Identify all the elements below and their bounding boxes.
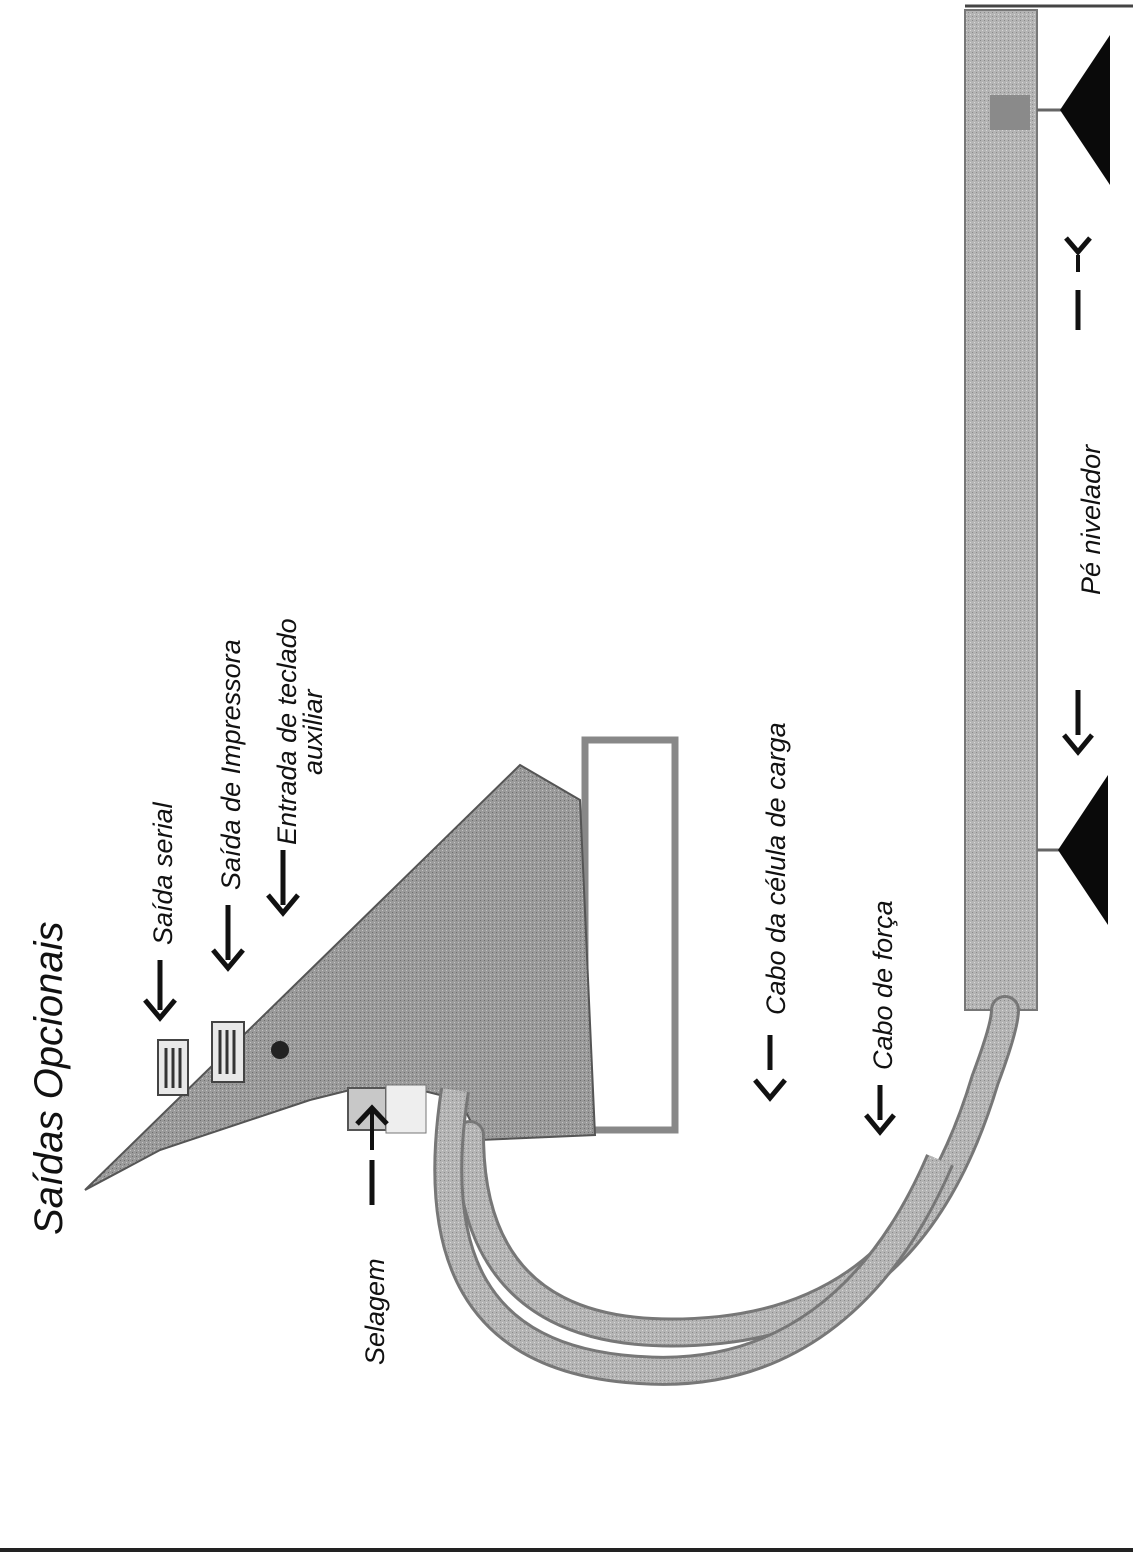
- arrow-power-cable: [864, 1085, 896, 1136]
- weighing-platform: [964, 9, 1038, 1011]
- indicator-stand: [581, 736, 679, 1134]
- label-seal: Selagem: [360, 1258, 390, 1365]
- printer-port-pins: [218, 1030, 236, 1074]
- arrow-leveling-foot-top: [1064, 236, 1092, 330]
- arrow-printer-output: [211, 905, 245, 972]
- platform-leg-top: [990, 95, 1030, 130]
- label-load-cell-cable: Cabo da célula de carga: [761, 722, 791, 1015]
- label-aux-keyboard-line2: auxiliar: [298, 688, 328, 775]
- label-serial-output: Saída serial: [148, 801, 178, 945]
- arrow-seal: [355, 1104, 389, 1205]
- label-aux-keyboard-line1: Entrada de teclado: [272, 618, 302, 845]
- label-printer-output: Saída de Impressora: [216, 639, 246, 890]
- serial-port-pins: [164, 1048, 182, 1088]
- seal-screw: [347, 1087, 387, 1131]
- power-cable-fill: [436, 1088, 952, 1383]
- seal-cap: [385, 1084, 427, 1134]
- load-cell-cable-fill: [458, 998, 1017, 1345]
- arrow-aux-keyboard: [266, 850, 300, 917]
- leveling-foot-top: [1060, 35, 1110, 185]
- arrow-leveling-foot-bottom: [1062, 690, 1094, 756]
- leveling-foot-bottom: [1058, 775, 1108, 925]
- arrow-load-cell-cable: [753, 1035, 787, 1102]
- diagram-title: Saídas Opcionais: [27, 921, 71, 1235]
- label-leveling-foot: Pé nivelador: [1076, 444, 1106, 595]
- aux-keyboard-port: [271, 1041, 289, 1059]
- arrow-serial-output: [143, 960, 177, 1022]
- label-power-cable: Cabo de força: [868, 900, 898, 1070]
